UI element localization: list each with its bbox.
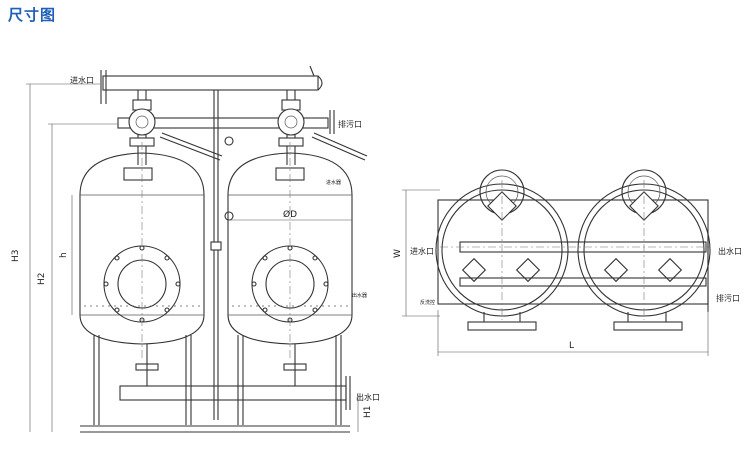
top-drain-label: 排污口 [716,293,740,303]
inlet-header-pipe [102,75,319,91]
top-view: 进水口 出水口 排污口 反洗控 W L [393,169,742,356]
bottom-device-label: 出水器 [352,292,367,299]
left-valve [128,108,156,136]
front-drain-label: 排污口 [338,119,362,129]
top-outlet-label: 出水口 [718,246,742,256]
page-title: 尺寸图 [8,6,57,24]
top-control-label: 反洗控 [420,299,435,306]
top-device-label: 进水器 [326,179,341,186]
top-inlet-label: 进水口 [410,246,434,256]
dim-w-label: W [393,249,403,258]
dim-h3-label: H3 [11,250,21,263]
right-valve [277,108,305,136]
dim-h-label: h [59,252,69,258]
front-outlet-label: 出水口 [356,392,380,402]
dim-d-label: ØD [283,209,297,220]
drain-header-pipe [117,117,329,129]
dim-h1-label: H1 [363,406,373,419]
dim-h2-label: H2 [37,273,47,286]
front-inlet-label: 进水口 [70,75,94,85]
front-view: ØD 进水口 排污口 出水口 进水器 出水器 H3 H2 h H1 [11,65,380,433]
outlet-pipe [119,385,347,401]
dim-l-label: L [569,341,574,351]
